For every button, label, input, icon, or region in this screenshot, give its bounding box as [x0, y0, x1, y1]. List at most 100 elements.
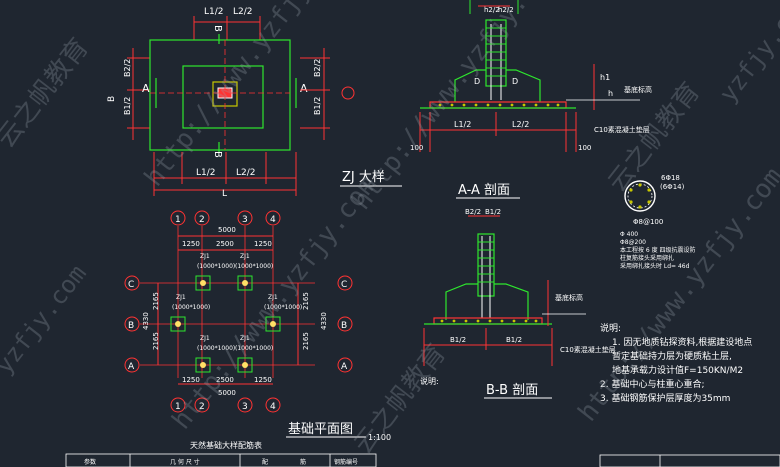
footing-box: [237, 357, 253, 373]
zj-axis-bubble-right: [341, 86, 355, 100]
foundation-plan-view: 1 2 3 4 5000 1250 2500 1250 C B A C: [124, 210, 391, 442]
notes-heading: 说明:: [600, 322, 621, 334]
footing-column-dot: [200, 362, 206, 368]
table-frame: [65, 453, 377, 467]
notes-item: 3. 基础钢筋保护层厚度为35mm: [600, 392, 730, 404]
zj-dim-l2-half-bottom: L2/2: [236, 168, 256, 178]
title-block-frame: [599, 454, 780, 467]
plan-title: 基础平面图: [288, 422, 353, 437]
axis-label-a-left: A: [128, 362, 135, 372]
bb-dim-b2-half: B2/2: [465, 208, 481, 216]
aa-dim-l2-half: L2/2: [512, 120, 529, 129]
zj-cut-label-top: B: [212, 25, 223, 32]
zj-dim-l: L: [222, 189, 227, 199]
plan-row-dim-right-1: 2165: [302, 292, 310, 310]
footing-size: (1000*1000): [264, 304, 302, 311]
footing-column-dot: [200, 280, 206, 286]
footing-label: ZJ1: [268, 294, 278, 301]
bb-stirrups: [478, 241, 494, 283]
column-line1: Φ 400: [620, 231, 638, 238]
plan-span-2-bottom: 2500: [216, 376, 234, 384]
aa-dim-100-right: 100: [578, 144, 591, 152]
zj-dim-l1-half: L1/2: [204, 7, 224, 17]
notes-item: 地基承载力设计值F=150KN/M2: [612, 364, 743, 376]
zj-footing-outer: [149, 39, 291, 151]
column-section-bars: [629, 183, 651, 209]
zj-dim-b1-half: B1/2: [123, 97, 132, 115]
footing-box: [195, 275, 211, 291]
footing-box: [170, 316, 186, 332]
aa-dim-h1: h1: [600, 73, 610, 82]
plan-footing: ZJ1 (1000*1000): [170, 294, 210, 332]
axis-bubble-1-bottom: [170, 397, 186, 413]
axis-label-2-bottom: 2: [199, 402, 205, 412]
bb-dim-b1-half-top: B1/2: [485, 208, 501, 216]
axis-label-2: 2: [199, 215, 205, 225]
plan-footing: ZJ1 (1000*1000): [235, 253, 273, 291]
axis-bubble-b-left: [124, 316, 140, 332]
plan-row-dim-1: 2165: [152, 292, 160, 310]
aa-bottom-rebar-dots: [438, 103, 560, 107]
axis-bubble-1: [170, 210, 186, 226]
zj-detail-title: ZJ 大样: [342, 170, 385, 185]
aa-dim-d-left: D: [474, 77, 480, 86]
section-aa-view: h2/2 h2/2 D D h1 h 基底标高: [410, 0, 652, 199]
axis-bubble-4-bottom: [265, 397, 281, 413]
aa-dim-h2-half-right: h2/2: [498, 6, 514, 14]
footing-label: ZJ1: [240, 253, 250, 260]
plan-span-1-bottom: 1250: [182, 376, 200, 384]
footing-column-dot: [270, 321, 276, 327]
footing-box: [237, 275, 253, 291]
section-aa-title: A-A 剖面: [458, 183, 510, 198]
plan-col-axes-bottom: 1 2 3 4: [170, 397, 281, 413]
footing-column-dot: [175, 321, 181, 327]
axis-label-3-bottom: 3: [242, 402, 248, 412]
aa-dim-d-right: D: [512, 77, 518, 86]
plan-span-3-bottom: 1250: [254, 376, 272, 384]
zj-dim-l2-half: L2/2: [233, 7, 253, 17]
axis-bubble-2-bottom: [194, 397, 210, 413]
footing-size: (1000*1000): [235, 263, 273, 270]
reinforcement-table: 天然基础大样配筋表 参数 几 何 尺 寸 配 筋 钢筋编号: [65, 440, 780, 467]
plan-col-axes-top: 1 2 3 4: [170, 210, 281, 226]
bb-bottom-rebar-dots: [440, 319, 538, 323]
plan-span-total-top: 5000: [218, 226, 236, 234]
axis-bubble-4: [265, 210, 281, 226]
bb-column: [477, 233, 495, 297]
footing-size: (1000*1000): [197, 263, 235, 270]
aa-dim-100-left: 100: [410, 144, 423, 152]
plan-footing: ZJ1 (1000*1000): [235, 335, 273, 373]
plan-row-total-left: 4330: [142, 312, 150, 330]
bb-dim-b1-half-left: B1/2: [450, 336, 466, 344]
plan-footing: ZJ1 (1000*1000): [264, 294, 302, 332]
zj-dim-b1-half-right: B1/2: [313, 97, 322, 115]
plan-span-3: 1250: [254, 240, 272, 248]
zj-dim-b: B: [107, 96, 117, 102]
footing-size: (1000*1000): [172, 304, 210, 311]
table-caption: 天然基础大样配筋表: [190, 440, 262, 450]
section-bb-view: B2/2 B1/2 基底标高 C10素混凝土垫层 B1/2 B1/2 说明: B…: [420, 208, 616, 399]
axis-bubble-3-bottom: [237, 397, 253, 413]
axis-bubble-a-right: [337, 357, 353, 373]
footing-box: [195, 357, 211, 373]
plan-row-dim-2: 2165: [152, 332, 160, 350]
column-rebar-bottom: (6Φ14): [660, 183, 685, 191]
axis-bubble-b-right: [337, 316, 353, 332]
zj-detail-view: L1/2 L2/2 B B B2/2 B1/2 A A B2/2 B1: [107, 7, 402, 199]
footing-label: ZJ1: [200, 335, 210, 342]
bb-note-heading: 说明:: [420, 376, 439, 386]
footing-column-dot: [242, 362, 248, 368]
aa-note-pad: C10素混凝土垫层: [594, 125, 650, 134]
zj-section-a-left: A: [142, 82, 150, 95]
axis-bubble-3: [237, 210, 253, 226]
column-section-detail: 6Φ18 (6Φ14) Φ8@100 Φ 400 Φ8@200 本工程按 6 度…: [620, 174, 696, 270]
aa-stirrups: [486, 27, 506, 77]
notes-item: 2. 基础中心与柱重心重合;: [600, 378, 704, 390]
footing-box: [265, 316, 281, 332]
axis-label-4: 4: [270, 215, 276, 225]
plan-footing: ZJ1 (1000*1000): [195, 335, 235, 373]
plan-span-2: 2500: [216, 240, 234, 248]
footing-label: ZJ1: [200, 253, 210, 260]
zj-section-a-right: A: [300, 82, 308, 95]
